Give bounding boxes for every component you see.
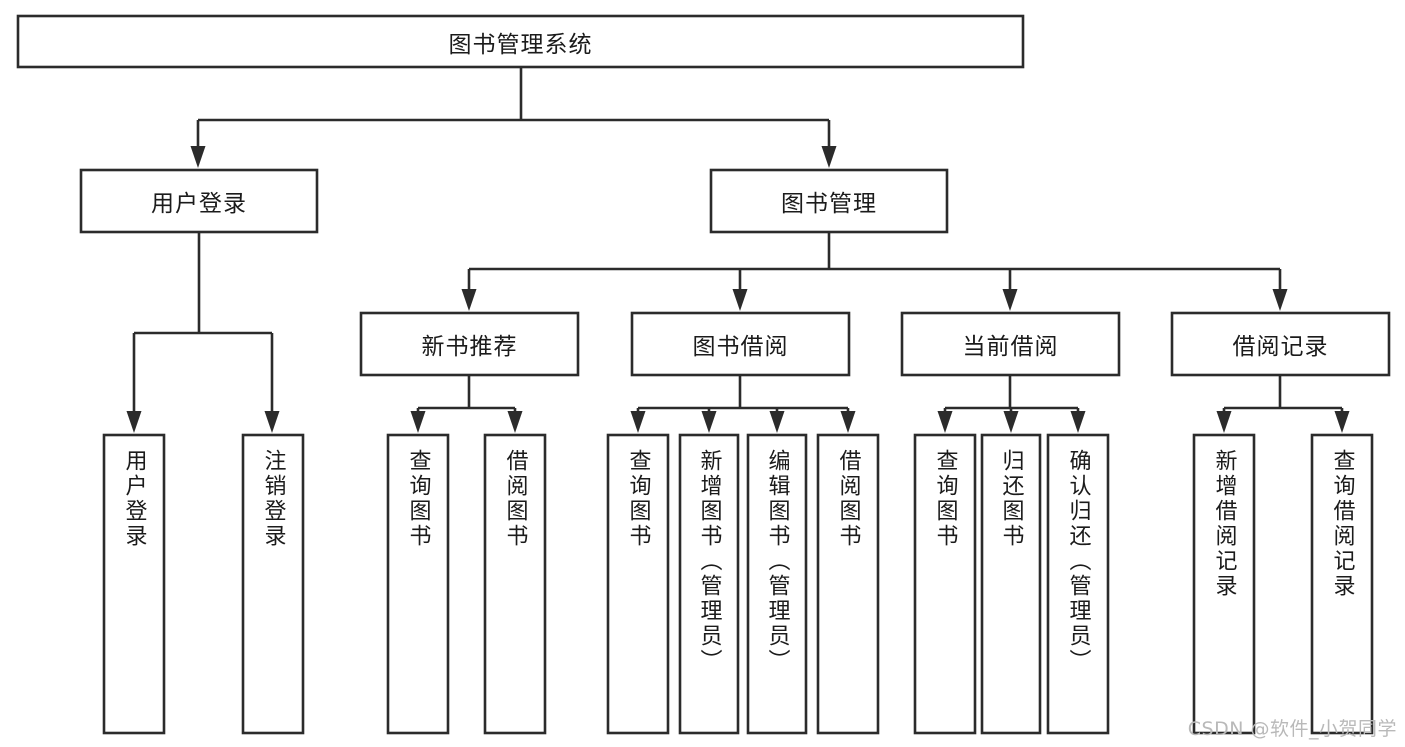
node-book-borrow-box[interactable] [630,311,851,377]
book-borrow-arrow-icon-2 [769,411,785,433]
node-leaf-query-book-new-box[interactable] [386,433,450,735]
node-leaf-borrow-book-new-box[interactable] [483,433,547,735]
current-borrow-arrow-icon-1 [1003,411,1019,433]
new-book-recommend-arrow-icon-0 [410,411,426,433]
node-leaf-return-book-box[interactable] [980,433,1042,735]
node-leaf-add-book-box[interactable] [678,433,740,735]
new-book-recommend-arrow-icon-1 [507,411,523,433]
node-leaf-user-login-box[interactable] [102,433,166,735]
book-management-arrow-icon-0 [461,289,477,311]
current-borrow-arrow-icon-0 [937,411,953,433]
user-login-arrow-icon-0 [126,411,142,433]
watermark-text: CSDN @软件_小贺同学 [1187,718,1397,740]
node-leaf-query-record-box[interactable] [1310,433,1374,735]
node-boxes [16,14,1391,735]
connector-edges [126,67,1350,433]
node-user-login-box[interactable] [79,168,319,234]
book-borrow-arrow-icon-1 [701,411,717,433]
node-new-book-recommend-box[interactable] [359,311,580,377]
node-book-management-box[interactable] [709,168,949,234]
node-leaf-add-record-box[interactable] [1192,433,1256,735]
user-login-arrow-icon-1 [264,411,280,433]
node-leaf-query-book-current-box[interactable] [913,433,977,735]
node-leaf-query-book-borrow-box[interactable] [606,433,670,735]
node-leaf-borrow-book-box[interactable] [816,433,880,735]
book-borrow-arrow-icon-3 [840,411,856,433]
node-root-system-box[interactable] [16,14,1025,69]
root-arrow-icon-1 [821,146,837,168]
current-borrow-arrow-icon-2 [1070,411,1086,433]
node-current-borrow-box[interactable] [900,311,1121,377]
borrow-record-arrow-icon-0 [1216,411,1232,433]
node-leaf-edit-book-box[interactable] [746,433,808,735]
borrow-record-arrow-icon-1 [1334,411,1350,433]
book-management-arrow-icon-1 [732,289,748,311]
node-leaf-logout-box[interactable] [241,433,305,735]
book-management-arrow-icon-2 [1002,289,1018,311]
book-management-arrow-icon-3 [1272,289,1288,311]
book-borrow-arrow-icon-0 [630,411,646,433]
node-borrow-record-box[interactable] [1170,311,1391,377]
node-leaf-confirm-return-box[interactable] [1046,433,1110,735]
root-arrow-icon-0 [190,146,206,168]
